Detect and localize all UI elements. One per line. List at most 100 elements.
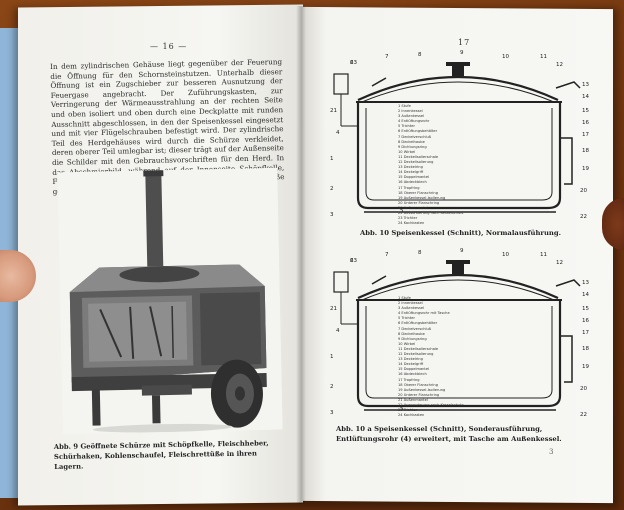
callout-number: 6 [350, 258, 354, 264]
callout-number: 5 [400, 406, 404, 412]
legend-item: 22 Aussonderung nach Kesselschutz [398, 210, 464, 215]
legend-item: 21 Außenmantel [398, 397, 428, 402]
callout-number: 4 [336, 328, 340, 334]
callout-number: 23 [350, 60, 357, 66]
callout-number: 1 [330, 354, 334, 360]
right-hand-edge [602, 198, 624, 250]
callout-number: 15 [582, 108, 589, 114]
legend-item: 13 Deckelring [398, 357, 423, 362]
callout-number: 6 [350, 60, 354, 66]
legend-item: 23 Trichter [398, 408, 418, 413]
callout-number: 1 [330, 156, 334, 162]
right-page-number: 17 [458, 38, 471, 47]
legend-item: 21 Außenmantel [398, 205, 428, 210]
callout-number: 4 [336, 130, 340, 136]
legend-item: 15 Doppelmantel [398, 175, 430, 180]
legend-item: 20 Unterer Flanschring [398, 200, 440, 205]
legend-item: 9 Dichtungsring [398, 336, 427, 341]
legend-item: 3 Außenkessel [398, 114, 425, 119]
callout-number: 2 [330, 186, 334, 192]
callout-number: 19 [582, 166, 589, 172]
callout-number: 15 [582, 306, 589, 312]
callout-number: 13 [582, 82, 589, 88]
legend-item: 1 Stufe [398, 104, 411, 108]
legend-item: 6 Entlüftungsbehälter [398, 321, 438, 326]
corner-mark: 3 [549, 448, 554, 456]
book-gutter [296, 6, 306, 504]
callout-number: 18 [582, 346, 589, 352]
callout-number: 17 [582, 132, 589, 138]
callout-number: 5 [400, 208, 404, 214]
legend-item: 10 Wirbel [398, 341, 416, 346]
callout-number: 7 [385, 54, 389, 60]
field-kitchen-photo [57, 167, 283, 435]
legend-bottom: 1 Stufe 2 Innenkessel 3 Außenkessel 4 En… [398, 296, 464, 418]
callout-number: 19 [582, 364, 589, 370]
legend-item: 18 Oberer Flanschring [398, 190, 438, 195]
legend-item: 18 Oberer Flanschring [398, 382, 438, 387]
legend-item: 2 Innenkessel [398, 109, 423, 114]
legend-item: 4 Entlüftungsrohr mit Tasche [398, 311, 450, 316]
callout-number: 23 [350, 258, 357, 264]
callout-number: 22 [580, 412, 587, 418]
legend-item: 17 Tropfring [398, 185, 420, 190]
callout-number: 3 [330, 212, 334, 218]
legend-item: 6 Entlüftungsbehälter [398, 129, 438, 134]
callout-number: 9 [460, 248, 464, 254]
legend-item: 7 Deckelverschluß [398, 326, 432, 331]
callout-number: 21 [330, 306, 337, 312]
callout-number: 10 [502, 54, 509, 60]
right-figure-caption-bottom: Abb. 10 a Speisenkessel (Schnitt), Sonde… [336, 425, 562, 443]
left-figure-caption: Abb. 9 Geöffnete Schürze mit Schöpfkelle… [53, 439, 269, 472]
callout-number: 17 [582, 330, 589, 336]
legend-item: 19 Außenkessel-Isolierung [398, 387, 446, 392]
legend-item: 17 Tropfring [398, 377, 420, 382]
legend-item: 7 Deckelverschluß [398, 134, 432, 139]
callout-number: 8 [418, 250, 422, 256]
legend-item: 12 Deckelisolierung [398, 352, 434, 357]
legend-item: 8 Deckelhaube [398, 331, 425, 336]
legend-item: 3 Außenkessel [398, 306, 425, 311]
kettle-section-diagram-bottom [333, 260, 581, 411]
callout-number: 14 [582, 292, 589, 298]
callout-number: 18 [582, 148, 589, 154]
callout-number: 9 [460, 50, 464, 56]
right-figure-caption-top: Abb. 10 Speisenkessel (Schnitt), Normala… [360, 229, 561, 237]
legend-item: 20 Unterer Flanschring [398, 392, 440, 397]
callout-number: 22 [580, 214, 587, 220]
callout-number: 7 [385, 252, 389, 258]
legend-item: 10 Wirbel [398, 149, 416, 154]
legend-item: 8 Deckelhaube [398, 139, 425, 144]
legend-top: 1 Stufe 2 Innenkessel 3 Außenkessel 4 En… [398, 104, 464, 226]
legend-item: 23 Trichter [398, 216, 418, 221]
legend-item: 5 Trichter [398, 124, 415, 129]
legend-item: 19 Außenkessel-Isolierung [398, 195, 446, 200]
legend-item: 4 Entlüftungsrohr [398, 119, 430, 124]
legend-item: 24 Kochkasten [398, 221, 425, 226]
legend-item: 12 Deckelisolierung [398, 160, 434, 165]
legend-item: 1 Stufe [398, 296, 411, 300]
callout-number: 14 [582, 94, 589, 100]
callout-number: 12 [556, 62, 563, 68]
legend-item: 15 Doppelmantel [398, 367, 430, 372]
legend-item: 14 Deckelgriff [398, 170, 424, 175]
callout-number: 8 [418, 52, 422, 58]
callout-number: 11 [540, 252, 547, 258]
left-page-number: — 16 — [150, 42, 188, 51]
legend-item: 16 Abdeckblech [398, 372, 427, 377]
legend-item: 11 Deckelisolierschale [398, 154, 439, 159]
callout-number: 12 [556, 260, 563, 266]
callout-number: 3 [330, 410, 334, 416]
legend-item: 24 Kochkasten [398, 413, 425, 418]
callout-number: 20 [580, 386, 587, 392]
legend-item: 9 Dichtungsring [398, 144, 427, 149]
legend-item: 5 Trichter [398, 316, 415, 321]
legend-item: 14 Deckelgriff [398, 362, 424, 367]
callout-number: 10 [502, 252, 509, 258]
callout-number: 13 [582, 280, 589, 286]
legend-item: 16 Abdeckblech [398, 180, 427, 185]
callout-number: 16 [582, 318, 589, 324]
legend-item: 22 Aussonderung nach Kesselschutz [398, 402, 464, 407]
callout-number: 20 [580, 188, 587, 194]
legend-item: 2 Innenkessel [398, 301, 423, 306]
